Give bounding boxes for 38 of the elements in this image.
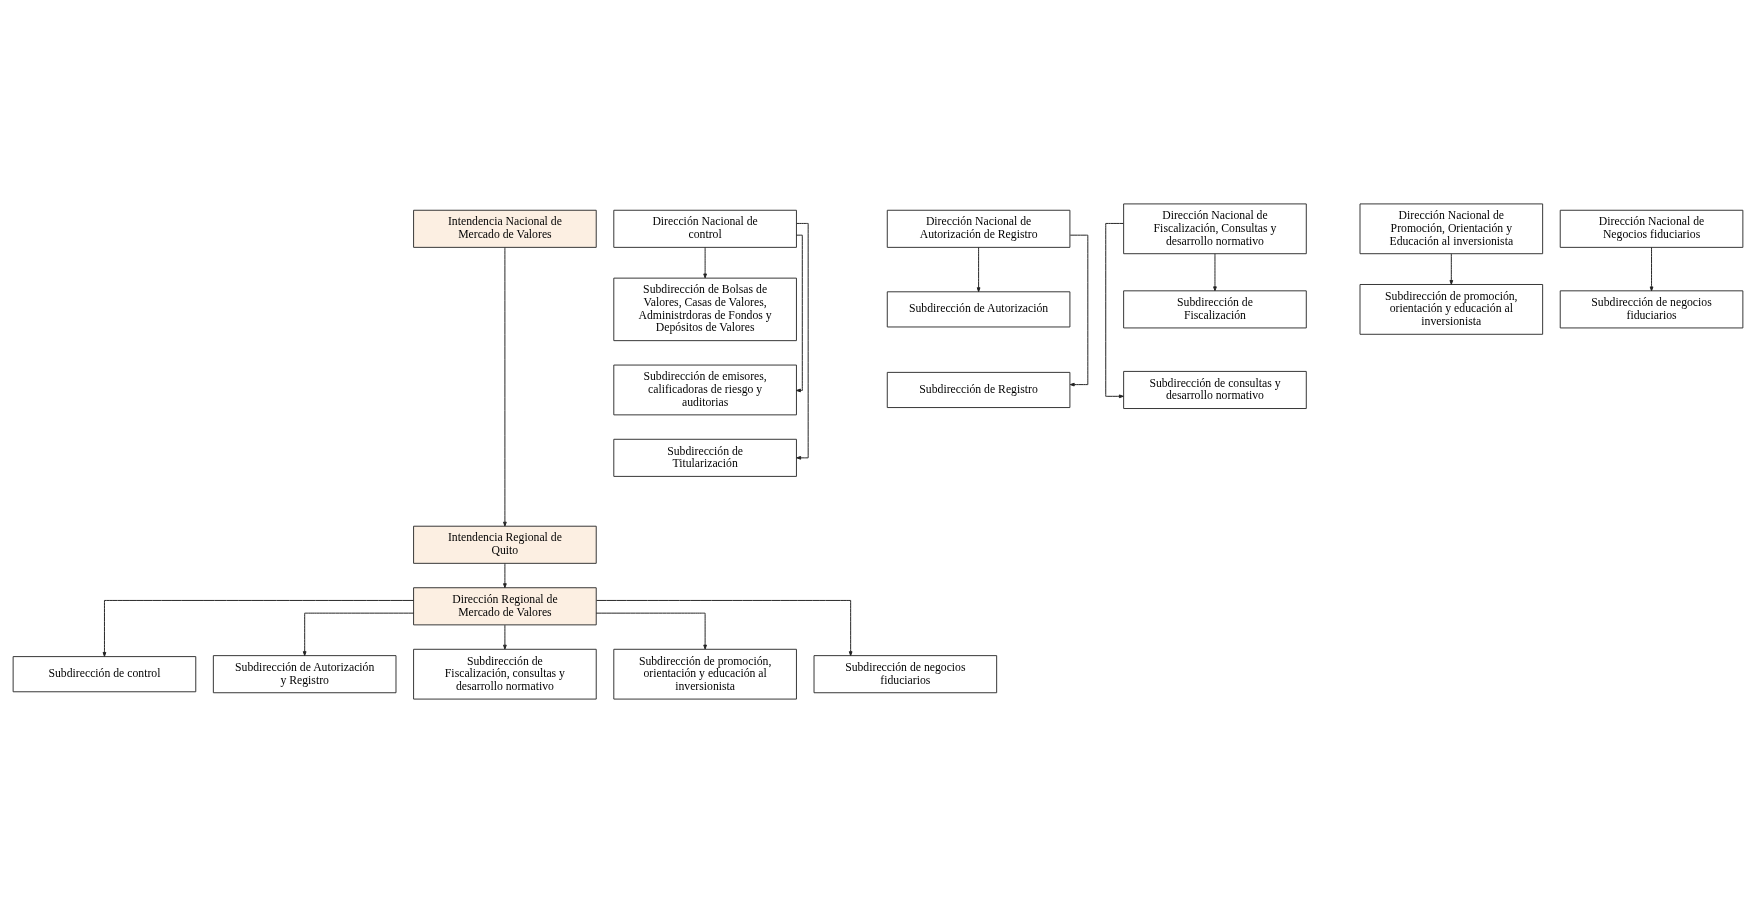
arrow <box>1069 234 1089 386</box>
node-box: Subdirección de negocios fiduciarios <box>1559 289 1744 328</box>
arrow <box>796 222 809 460</box>
node-box: Subdirección de Autorización <box>886 290 1071 327</box>
node-box: Subdirección de Fiscalización, consultas y desarrollo normativo <box>413 648 597 700</box>
arrow <box>1213 252 1217 291</box>
node-box: Intendencia Regional de Quito <box>413 525 597 564</box>
arrow <box>976 246 981 292</box>
node-box: Intendencia Nacional de Mercado de Valores <box>413 209 597 248</box>
arrow <box>1649 246 1654 291</box>
node-box: Subdirección de Bolsas de Valores, Casas de Valores, Administrdoras de Fondos y Depósitos de Valores <box>613 277 797 341</box>
node-box: Subdirección de Registro <box>886 371 1071 408</box>
node-box: Subdirección de promoción, orientación y educación al inversionista <box>613 648 797 700</box>
arrow <box>503 562 507 588</box>
arrow <box>503 624 507 650</box>
node-box: Subdirección de Titularización <box>613 438 797 477</box>
arrow <box>503 246 507 527</box>
arrow <box>703 246 707 278</box>
node-box: Dirección Regional de Mercado de Valores <box>413 586 597 625</box>
arrow <box>302 612 415 656</box>
arrow <box>595 612 707 649</box>
node-box: Subdirección de promoción, orientación y educación al inversionista <box>1359 283 1544 335</box>
node-box: Dirección Nacional de control <box>613 209 797 248</box>
node-box: Subdirección de emisores, calificadoras de riesgo y auditorias <box>613 364 797 415</box>
arrow <box>102 599 414 657</box>
node-box: Dirección Nacional de Negocios fiduciarios <box>1559 209 1744 248</box>
arrow <box>796 234 803 392</box>
node-box: Subdirección de consultas y desarrollo normativo <box>1123 370 1307 409</box>
node-box: Subdirección de Fiscalización <box>1123 289 1307 328</box>
node-box: Dirección Nacional de Promoción, Orientación y Educación al inversionista <box>1359 202 1544 254</box>
node-box: Subdirección de control <box>12 655 197 692</box>
node-box: Dirección Nacional de Autorización de Registro <box>886 209 1071 248</box>
arrow <box>1105 222 1124 398</box>
arrow <box>1449 252 1454 285</box>
node-box: Subdirección de negocios fiduciarios <box>813 654 998 693</box>
arrow <box>596 599 853 656</box>
node-box: Subdirección de Autorización y Registro <box>212 654 397 693</box>
node-box: Dirección Nacional de Fiscalización, Consultas y desarrollo normativo <box>1123 202 1307 254</box>
